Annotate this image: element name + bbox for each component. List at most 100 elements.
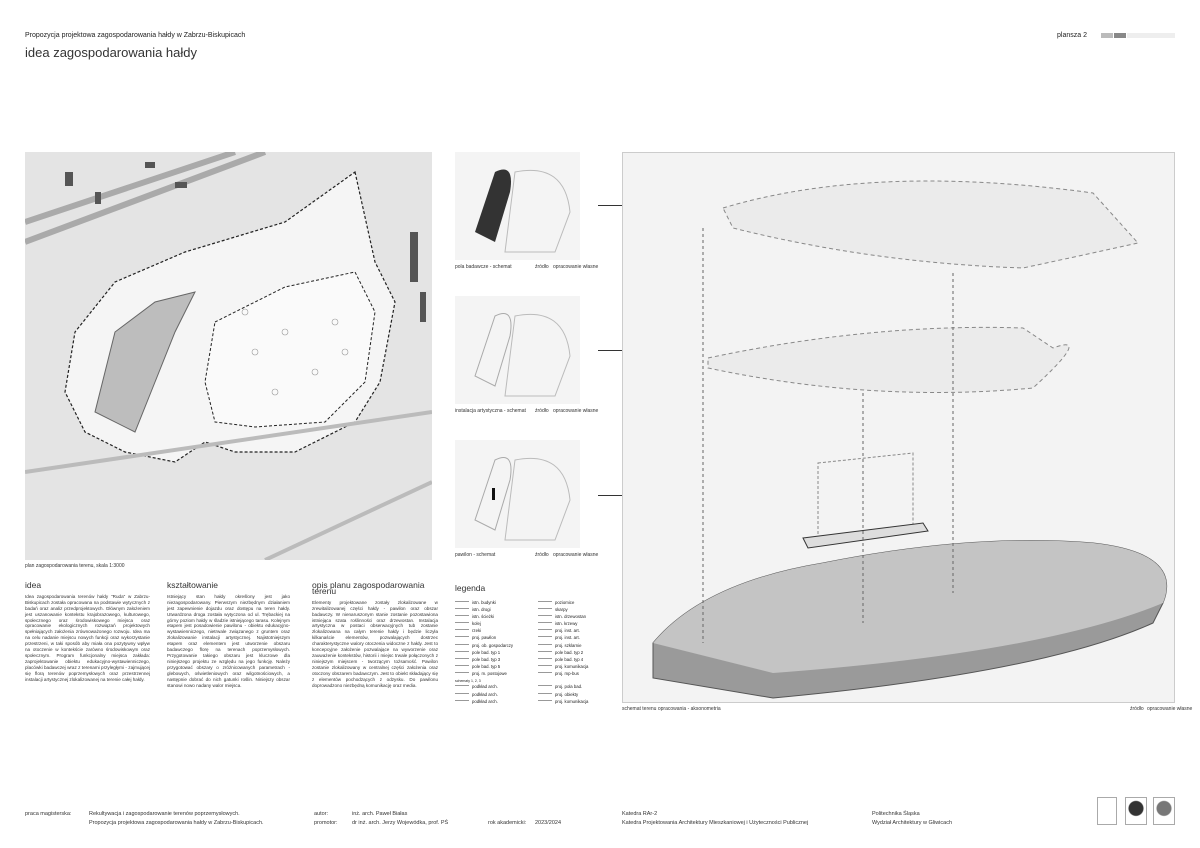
- scheme3-caption: pawilon - schemat: [455, 552, 496, 558]
- legend-label: proj. ob. gospodarczy: [472, 642, 514, 648]
- scheme1-caption: pola badawcze - schemat: [455, 264, 512, 270]
- year-label: rok akademicki:: [488, 820, 527, 826]
- legend-swatch-icon: [538, 692, 552, 696]
- legend-swatch-icon: [455, 600, 469, 604]
- scheme2-source: źródło: [535, 408, 549, 414]
- legend-label: proj. obiekty: [555, 691, 579, 697]
- department-code: Katedra RAr-2: [622, 811, 658, 817]
- legend-swatch-icon: [538, 685, 552, 688]
- legend-item: istn. ścieżki: [455, 613, 532, 619]
- legend-label: poziomice: [555, 599, 575, 605]
- legend-item: proj. komunikacja: [538, 664, 615, 670]
- shaping-heading: kształtowanie: [167, 580, 219, 590]
- axo-source: źródło: [1130, 706, 1144, 712]
- legend-label: proj. szklarnie: [555, 642, 582, 648]
- legend-swatch-icon: [538, 614, 552, 618]
- legend-item: podkład arch.: [455, 684, 532, 690]
- legend-swatch-icon: [455, 614, 469, 618]
- legend-label: proj. pawilon: [472, 635, 497, 641]
- site-plan-map: [25, 152, 432, 560]
- legend-label: pole bad. typ 3: [472, 657, 501, 662]
- legend-label: podkład arch.: [472, 684, 498, 690]
- axo-caption: schemat terenu opracowania - aksonometri…: [622, 706, 721, 712]
- legend-item: pole bad. typ 1: [455, 649, 532, 655]
- legend-swatch-icon: [538, 658, 552, 661]
- legend-swatch-icon: [455, 672, 469, 675]
- legend-swatch-icon: [455, 699, 469, 703]
- legend-swatch-icon: [538, 665, 552, 668]
- scheme2-caption: instalacja artystyczna - schemat: [455, 408, 526, 414]
- axonometric-diagram: [622, 152, 1175, 703]
- legend-item: istn. budynki: [455, 599, 532, 605]
- legend-label: istn. ścieżki: [472, 613, 494, 619]
- legend-label: rzeki: [472, 628, 482, 634]
- scheme1-source: źródło: [535, 264, 549, 270]
- legend-swatch-icon: [538, 699, 552, 703]
- arrow-scheme3: [598, 495, 622, 496]
- legend-swatch-icon: [538, 643, 552, 647]
- legend-swatch-icon: [455, 692, 469, 696]
- thesis-title: Rekultywacja i zagospodarowanie terenów …: [89, 810, 309, 828]
- legend-label: istn. krzewy: [555, 621, 578, 627]
- legend-label: proj. mp-bus: [555, 671, 579, 677]
- legend-item: proj. m. postojowe: [455, 671, 532, 677]
- legend-label: proj. m. postojowe: [472, 671, 507, 677]
- department: Katedra RAr-2 Katedra Projektowania Arch…: [622, 810, 808, 828]
- promotor-label: promotor:: [314, 820, 338, 826]
- legend-item: podkład arch.: [455, 698, 532, 704]
- university-logo: [1125, 797, 1147, 825]
- legend-item: istn. krzewy: [538, 621, 615, 627]
- author-name: inż. arch. Paweł Białas: [352, 811, 408, 817]
- legend-swatch-icon: [455, 665, 469, 668]
- project-subtitle: Propozycja projektowa zagospodarowania h…: [25, 32, 246, 39]
- thesis-line1: Rekultywacja i zagospodarowanie terenów …: [89, 811, 240, 817]
- legend-swatch-icon: [538, 607, 552, 611]
- department-name: Katedra Projektowania Architektury Miesz…: [622, 820, 809, 826]
- legend-label: podkład arch.: [472, 691, 498, 697]
- legend-label: pole bad. typ 5: [472, 664, 501, 670]
- legend-swatch-icon: [538, 650, 552, 654]
- idea-text: Idea zagospodarowania terenów hałdy "Rud…: [25, 593, 150, 682]
- scheme3-source: źródło: [535, 552, 549, 558]
- legend-label: proj. komunikacja: [555, 664, 589, 670]
- legend-label: skarpy: [555, 606, 568, 612]
- thesis-label: praca magisterska:: [25, 811, 72, 817]
- legend-item: proj. mp-bus: [538, 671, 615, 677]
- faculty-logo: [1153, 797, 1175, 825]
- legend-item: proj. ob. gospodarczy: [455, 642, 532, 648]
- legend-heading: legenda: [455, 583, 486, 593]
- legend-swatch-icon: [455, 643, 469, 647]
- legend-item: rzeki: [455, 628, 532, 634]
- legend-label: proj. inst. art.: [555, 628, 580, 634]
- legend-item: proj. inst. art.: [538, 635, 615, 641]
- legend-item: istn. drogi: [455, 606, 532, 612]
- university: Politechnika Śląska Wydział Architektury…: [872, 810, 952, 828]
- legend-subhead: schematy 1, 2, 3: [455, 678, 481, 683]
- author-values: inż. arch. Paweł Białas dr inż. arch. Je…: [352, 810, 448, 828]
- legend-item: proj. pawilon: [455, 635, 532, 641]
- sheet-indicator-rest: [1127, 33, 1175, 38]
- plan-description-section: opis planu zagospodarowania terenu Eleme…: [312, 581, 438, 688]
- legend-swatch-icon: [538, 629, 552, 632]
- pavilion-scheme: [455, 440, 580, 548]
- legend-label: istn. drogi: [472, 606, 491, 612]
- thesis-line2: Propozycja projektowa zagospodarowania h…: [89, 820, 264, 826]
- scheme2-own: opracowanie własne: [553, 408, 599, 414]
- legend-item: proj. szklarnie: [538, 642, 615, 648]
- page-title: idea zagospodarowania hałdy: [25, 45, 198, 60]
- legend-label: podkład arch.: [472, 698, 498, 704]
- research-fields-scheme: [455, 152, 580, 260]
- legend-item: proj. inst. art.: [538, 628, 615, 634]
- scheme1-own: opracowanie własne: [553, 264, 599, 270]
- university-name: Politechnika Śląska: [872, 811, 920, 817]
- legend-swatch-icon: [455, 622, 469, 625]
- legend-swatch-icon: [455, 636, 469, 639]
- promotor-name: dr inż. arch. Jerzy Wojewódka, prof. PŚ: [352, 820, 449, 826]
- legend-label: proj. komunikacja: [555, 698, 589, 704]
- arrow-scheme2: [598, 350, 622, 351]
- shaping-text: Istniejący stan hałdy określony jest jak…: [167, 593, 290, 688]
- faculty-name: Wydział Architektury w Gliwicach: [872, 820, 953, 826]
- arrow-scheme1: [598, 205, 622, 206]
- legend-swatch-icon: [455, 685, 469, 688]
- legend-swatch-icon: [455, 629, 469, 632]
